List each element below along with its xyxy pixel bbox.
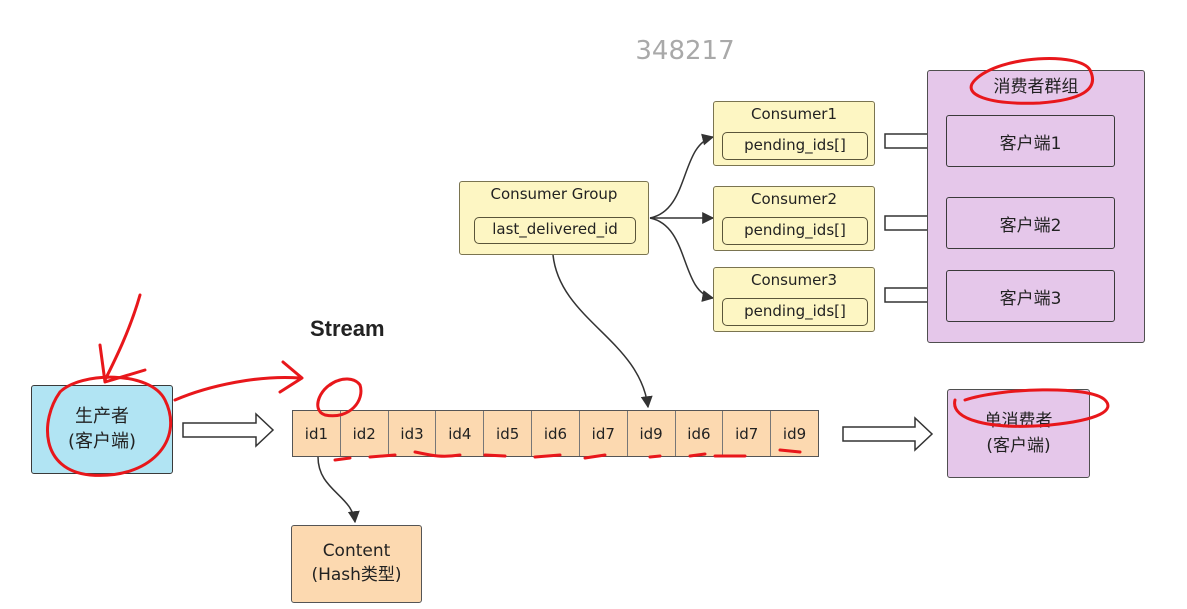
- stream-entry: id9: [628, 411, 676, 456]
- stream-entry: id9: [782, 424, 807, 443]
- stream-entry: id5: [484, 411, 533, 456]
- consumer-group-container-title: 消费者群组: [993, 77, 1079, 97]
- producer-sublabel: (客户端): [67, 430, 137, 452]
- last-delivered-id-field: last_delivered_id: [474, 217, 636, 244]
- hollow-arrow-producer-stream: [182, 412, 275, 448]
- stream-entry: id4: [436, 411, 485, 456]
- pending-ids-field: pending_ids[]: [722, 217, 868, 245]
- consumer-node-1: Consumer1 pending_ids[]: [713, 101, 875, 166]
- consumer-title: Consumer1: [750, 105, 838, 123]
- annotation-group-title-circle: [969, 57, 1094, 105]
- edge-group-stream: [552, 254, 653, 409]
- consumer-node-2: Consumer2 pending_ids[]: [713, 186, 875, 251]
- edge-id1-content: [317, 456, 360, 524]
- content-node: Content (Hash类型): [291, 525, 422, 603]
- annotation-id1-circle: [316, 377, 363, 418]
- pending-ids-field: pending_ids[]: [722, 132, 868, 160]
- consumer-title: Consumer2: [750, 190, 838, 208]
- edge-group-consumer1: [649, 133, 715, 219]
- stream-entry: id2: [341, 411, 389, 456]
- consumer-group-title: Consumer Group: [490, 185, 618, 203]
- annotation-single-consumer-circle: [953, 388, 1110, 428]
- stream-entry: id7: [723, 411, 772, 456]
- stream-entry: id7: [580, 411, 628, 456]
- consumer-title: Consumer3: [750, 271, 838, 289]
- client-node-3: 客户端3: [946, 270, 1115, 322]
- stream-entry: id6: [532, 411, 580, 456]
- producer-label: 生产者: [75, 406, 129, 428]
- stream-entry: id6: [676, 411, 724, 456]
- consumer-group-node: Consumer Group last_delivered_id: [459, 181, 649, 255]
- annotation-producer-circle: [46, 375, 172, 477]
- pending-ids-field: pending_ids[]: [722, 298, 868, 326]
- client-node-2: 客户端2: [946, 197, 1115, 249]
- consumer-node-3: Consumer3 pending_ids[]: [713, 267, 875, 332]
- content-label: Content: [322, 541, 391, 562]
- hollow-arrow-stream-single: [842, 416, 934, 452]
- content-sublabel: (Hash类型): [311, 565, 402, 585]
- annotation-down-arrow: [98, 293, 147, 384]
- stream-label: Stream: [310, 316, 385, 341]
- stream-entry: id3: [389, 411, 437, 456]
- annotation-right-arrow: [173, 360, 304, 402]
- watermark-number: 348217: [635, 36, 735, 66]
- stream-entry: id1: [293, 411, 341, 456]
- single-consumer-sublabel: (客户端): [986, 435, 1051, 456]
- edge-group-consumer3: [649, 217, 715, 302]
- annotation-stream-underline: [333, 448, 802, 462]
- client-node-1: 客户端1: [946, 115, 1115, 167]
- single-consumer-node: 单消费者 (客户端): [947, 389, 1090, 478]
- stream-entries: id1 id2 id3 id4 id5 id6 id7 id9 id6 id7 …: [292, 410, 819, 457]
